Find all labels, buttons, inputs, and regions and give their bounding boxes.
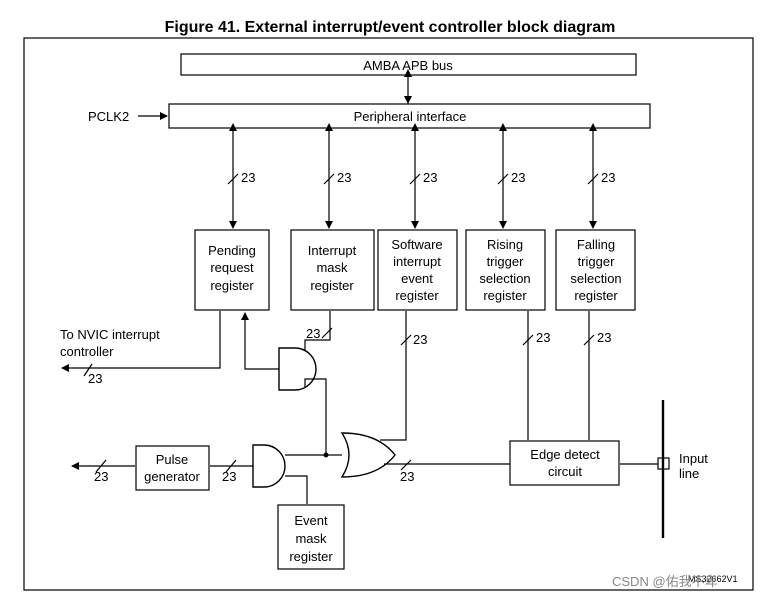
software-width-label: 23 — [413, 332, 427, 347]
pulse-generator: Pulse generator — [135, 445, 210, 491]
width-label: 23 — [423, 170, 437, 185]
interrupt-mask-register: Interrupt mask register — [290, 229, 375, 311]
pulse-in-width-label: 23 — [222, 469, 236, 484]
intmask-width-label: 23 — [306, 326, 320, 341]
intmask-to-gate-wire — [304, 311, 331, 350]
eventmask-to-gate-wire — [285, 475, 308, 504]
svg-text:Pulse: Pulse — [156, 452, 189, 467]
amba-bus-label: AMBA APB bus — [363, 58, 453, 73]
peripheral-interface-box — [168, 103, 651, 129]
svg-text:register: register — [310, 278, 354, 293]
or-to-interrupt-gate-wire — [304, 378, 327, 455]
figure-code: MS32662V1 — [688, 574, 738, 584]
nvic-label-line2: controller — [60, 344, 114, 359]
rising-trigger-selection-register: Rising trigger selection register — [465, 229, 546, 311]
svg-text:Rising: Rising — [487, 237, 523, 252]
software-to-or-wire — [380, 311, 407, 441]
svg-text:mask: mask — [295, 531, 327, 546]
svg-text:trigger: trigger — [578, 254, 616, 269]
svg-text:register: register — [210, 278, 254, 293]
svg-text:trigger: trigger — [487, 254, 525, 269]
svg-text:Edge detect: Edge detect — [530, 447, 600, 462]
input-label-line2: line — [679, 466, 699, 481]
nvic-width-label: 23 — [88, 371, 102, 386]
svg-text:Pending: Pending — [208, 243, 256, 258]
svg-text:mask: mask — [316, 260, 348, 275]
width-label: 23 — [337, 170, 351, 185]
svg-text:generator: generator — [144, 469, 200, 484]
rising-width-label: 23 — [536, 330, 550, 345]
input-label-line1: Input — [679, 451, 708, 466]
event-out-width-label: 23 — [94, 469, 108, 484]
and-to-pending-wire — [241, 312, 279, 370]
event-and-gate — [252, 444, 286, 488]
svg-text:Interrupt: Interrupt — [308, 243, 357, 258]
or-gate — [340, 432, 396, 478]
edge-width-label: 23 — [400, 469, 414, 484]
falling-width-label: 23 — [597, 330, 611, 345]
watermark: CSDN @佑我不卑 — [612, 574, 718, 589]
pending-request-register: Pending request register — [194, 229, 270, 311]
svg-text:register: register — [574, 288, 618, 303]
width-label: 23 — [601, 170, 615, 185]
svg-text:Falling: Falling — [577, 237, 615, 252]
nvic-label-line1: To NVIC interrupt — [60, 327, 160, 342]
pclk-label: PCLK2 — [88, 109, 129, 124]
width-label: 23 — [241, 170, 255, 185]
register-bus-arrows — [229, 123, 597, 229]
svg-text:register: register — [483, 288, 527, 303]
software-interrupt-event-register: Software interrupt event register — [377, 229, 458, 311]
svg-text:interrupt: interrupt — [393, 254, 441, 269]
svg-text:register: register — [395, 288, 439, 303]
bus-width-marks-top: 23 23 23 23 23 — [227, 170, 615, 185]
svg-text:selection: selection — [479, 271, 530, 286]
nvic-output-wire — [61, 311, 221, 372]
falling-trigger-selection-register: Falling trigger selection register — [555, 229, 636, 311]
interrupt-and-gate — [278, 347, 317, 391]
outer-frame — [23, 37, 754, 591]
svg-text:register: register — [289, 549, 333, 564]
width-label: 23 — [511, 170, 525, 185]
svg-text:circuit: circuit — [548, 464, 582, 479]
event-mask-register: Event mask register — [277, 504, 345, 570]
svg-text:Software: Software — [391, 237, 442, 252]
edge-detect-circuit: Edge detect circuit — [509, 440, 620, 486]
svg-text:selection: selection — [570, 271, 621, 286]
svg-text:Event: Event — [294, 513, 328, 528]
svg-text:request: request — [210, 260, 254, 275]
peripheral-interface-label: Peripheral interface — [354, 109, 467, 124]
svg-text:event: event — [401, 271, 433, 286]
figure-title: Figure 41. External interrupt/event cont… — [165, 19, 616, 36]
